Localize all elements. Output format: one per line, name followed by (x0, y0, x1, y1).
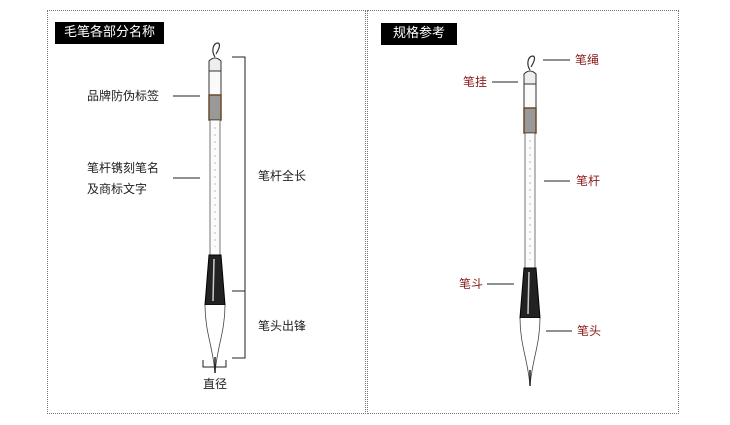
label-diameter: 直径 (203, 377, 228, 391)
left-panel-title: 毛笔各部分名称 (55, 22, 165, 44)
label-hanger: 笔挂 (463, 75, 488, 89)
leader-lines-left (173, 56, 246, 368)
label-shaft: 笔杆 (576, 174, 601, 188)
label-tip-length: 笔头出锋 (258, 319, 307, 333)
label-shaft-length: 笔杆全长 (258, 169, 307, 183)
label-brand-tag: 品牌防伪标签 (87, 89, 160, 103)
right-panel-title: 规格参考 (381, 23, 458, 45)
leader-lines-right (487, 59, 572, 332)
brush-illustration-right (519, 55, 541, 387)
label-engraving-line2: 及商标文字 (87, 182, 148, 196)
label-rope: 笔绳 (575, 53, 600, 67)
brush-illustration-left (204, 42, 226, 374)
right-panel (367, 10, 679, 414)
left-panel (47, 10, 366, 414)
label-head: 笔头 (577, 324, 602, 338)
label-ferrule: 笔斗 (459, 277, 484, 291)
label-engraving-line1: 笔杆镌刻笔名 (87, 161, 160, 175)
